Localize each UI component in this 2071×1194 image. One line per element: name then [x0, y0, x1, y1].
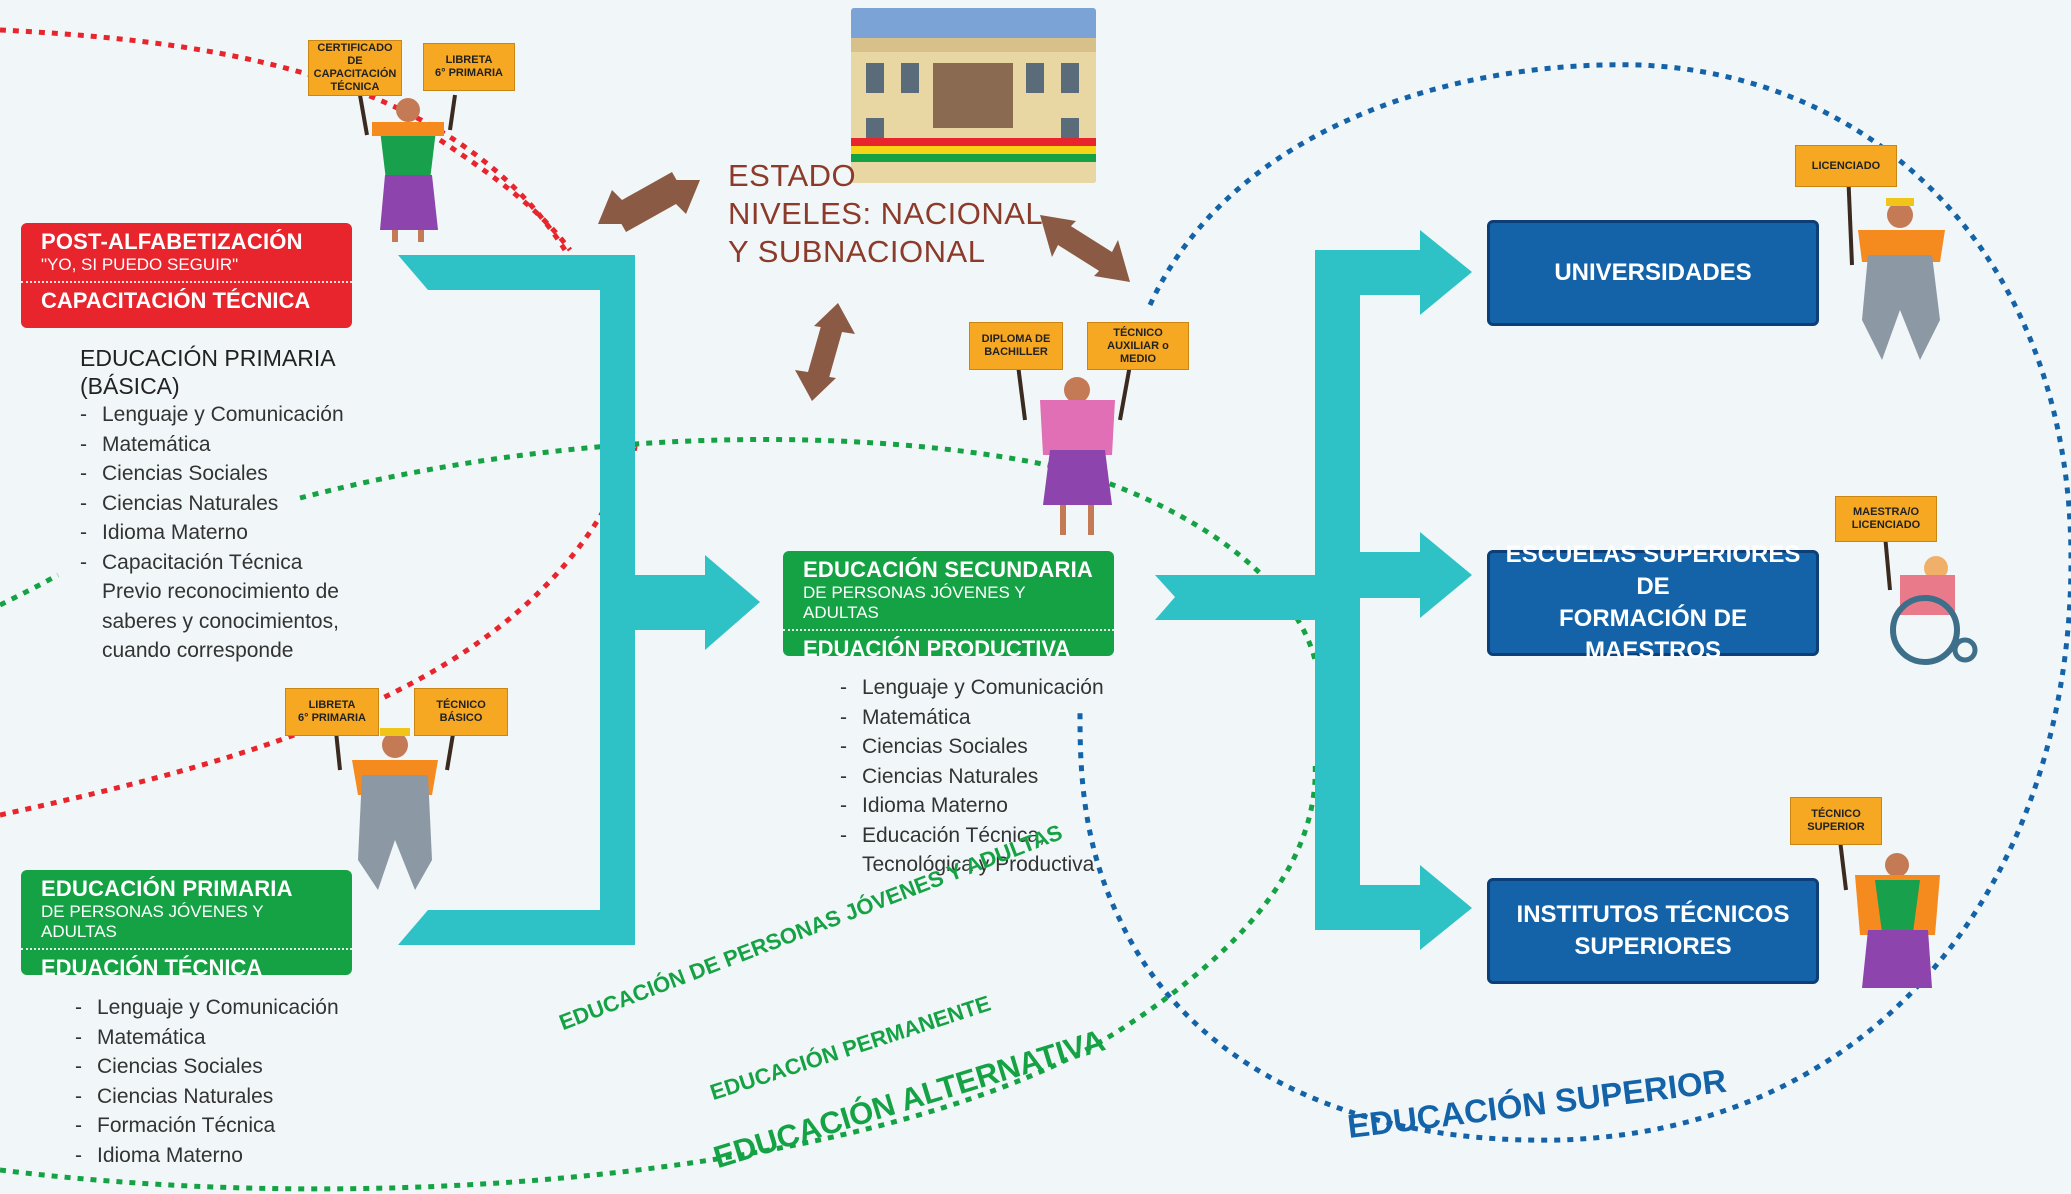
list-note-line: cuando corresponde — [102, 639, 294, 662]
state-line-2: NIVELES: NACIONAL — [728, 196, 1044, 231]
green-dotted-arc-bottom — [0, 759, 1318, 1192]
post-alfa-list: EDUCACIÓN PRIMARIA (BÁSICA) -Lenguaje y … — [80, 344, 344, 666]
person-wheelchair-maestra — [1883, 534, 1978, 665]
green-dotted-arc-left — [0, 572, 60, 608]
list-item: -Matemática — [840, 705, 971, 729]
primaria-title: EDUCACIÓN PRIMARIA — [41, 876, 293, 901]
red-dotted-arc-person — [438, 137, 572, 252]
post-alfa-subtitle: "YO, SI PUEDO SEGUIR" — [21, 255, 352, 283]
teal-arrow-post-alfa — [398, 255, 635, 945]
institutos-line-2: SUPERIORES — [1574, 933, 1732, 960]
teal-arrow-branch — [1315, 230, 1472, 950]
list-item: -Ciencias Naturales — [840, 764, 1039, 788]
state-label: ESTADO NIVELES: NACIONAL Y SUBNACIONAL — [728, 157, 1043, 271]
list-item: -Ciencias Naturales — [75, 1084, 274, 1108]
list-item: -Idioma Materno — [75, 1143, 243, 1167]
teal-arrow-to-secundaria — [600, 555, 760, 650]
brown-double-arrow-down — [795, 303, 855, 401]
universidades-box: UNIVERSIDADES — [1487, 220, 1819, 326]
list-item: -Lenguaje y Comunicación — [840, 676, 1104, 699]
teal-arrow-from-secundaria — [1155, 575, 1320, 620]
person-man-licenciado — [1846, 169, 1945, 360]
primaria-list: -Lenguaje y Comunicación -Matemática -Ci… — [75, 993, 339, 1170]
list-item: -Idioma Materno — [80, 521, 248, 544]
person-man-libreta — [333, 721, 457, 890]
list-item: -Educación Técnica, — [840, 823, 1045, 847]
institutos-line-1: INSTITUTOS TÉCNICOS — [1516, 901, 1790, 928]
list-item: -Ciencias Naturales — [80, 491, 279, 515]
list-note-line: saberes y conocimientos, — [102, 609, 339, 633]
institutos-tecnicos-box: INSTITUTOS TÉCNICOS SUPERIORES — [1487, 878, 1819, 984]
escuelas-superiores-box: ESCUELAS SUPERIORES DE FORMACIÓN DE MAES… — [1487, 541, 1819, 664]
primaria-box: EDUCACIÓN PRIMARIA DE PERSONAS JÓVENES Y… — [21, 870, 352, 980]
sign-licenciado: LICENCIADO — [1795, 145, 1897, 187]
list-item: -Lenguaje y Comunicación — [75, 996, 339, 1019]
brown-double-arrow-right — [1040, 215, 1130, 282]
list-item: -Ciencias Sociales — [75, 1055, 263, 1078]
red-dotted-arc-left — [0, 525, 70, 585]
list-item-continuation: Tecnológica y Productiva — [862, 853, 1095, 876]
primaria-subtitle: DE PERSONAS JÓVENES Y ADULTAS — [21, 902, 352, 950]
list-item: -Ciencias Sociales — [80, 462, 268, 485]
secundaria-box: EDUCACIÓN SECUNDARIA DE PERSONAS JÓVENES… — [783, 551, 1114, 661]
list-note-line: Previo reconocimiento de — [102, 580, 339, 603]
post-alfabetizacion-box: POST-ALFABETIZACIÓN "YO, SI PUEDO SEGUIR… — [21, 223, 352, 328]
list-item: -Formación Técnica — [75, 1114, 276, 1137]
secundaria-title: EDUCACIÓN SECUNDARIA — [803, 557, 1094, 582]
primaria-bottom: EDUACIÓN TÉCNICA — [41, 955, 263, 980]
list-item: -Idioma Materno — [840, 794, 1008, 817]
post-alfa-list-title-2: (BÁSICA) — [80, 373, 180, 399]
secundaria-subtitle: DE PERSONAS JÓVENES Y ADULTAS — [783, 583, 1114, 631]
list-item: -Matemática — [75, 1025, 206, 1049]
universidades-label: UNIVERSIDADES — [1554, 259, 1752, 286]
person-woman-certificado — [358, 94, 457, 242]
escuelas-line-2: FORMACIÓN DE MAESTROS — [1559, 605, 1747, 664]
escuelas-line-1: ESCUELAS SUPERIORES DE — [1505, 541, 1801, 600]
state-line-3: Y SUBNACIONAL — [728, 234, 986, 269]
person-woman-tecnico-superior — [1838, 839, 1940, 988]
post-alfa-list-title: EDUCACIÓN PRIMARIA — [80, 345, 336, 371]
secundaria-bottom: EDUACIÓN PRODUCTIVA — [803, 636, 1071, 661]
post-alfa-bottom: CAPACITACIÓN TÉCNICA — [41, 288, 311, 313]
government-building-photo — [851, 8, 1096, 183]
list-item: -Ciencias Sociales — [840, 735, 1028, 758]
flag-decoration — [851, 63, 1096, 162]
brown-double-arrow-left — [598, 172, 700, 232]
person-woman-diploma — [1016, 364, 1132, 535]
list-item: -Lenguaje y Comunicación — [80, 403, 344, 426]
secundaria-list: -Lenguaje y Comunicación -Matemática -Ci… — [840, 673, 1104, 880]
blue-dotted-circle — [1077, 62, 2071, 1143]
list-item: -Capacitación Técnica — [80, 550, 303, 574]
post-alfa-title: POST-ALFABETIZACIÓN — [41, 229, 303, 254]
state-line-1: ESTADO — [728, 158, 857, 193]
list-item: -Matemática — [80, 432, 211, 456]
